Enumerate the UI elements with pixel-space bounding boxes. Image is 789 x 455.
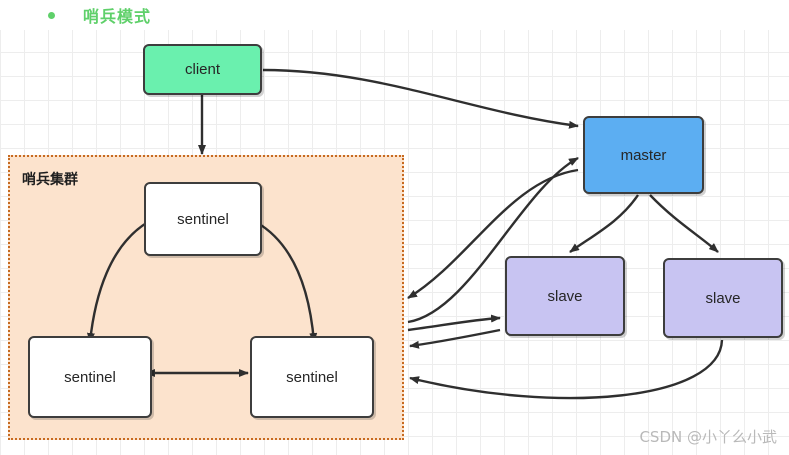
node-sentinel-bottom-left[interactable]: sentinel (28, 336, 152, 418)
sentinel-cluster-label: 哨兵集群 (22, 172, 78, 188)
watermark: CSDN @小丫么小武 (639, 428, 777, 446)
node-master[interactable]: master (583, 116, 704, 194)
node-sentinel-bottom-left-label: sentinel (64, 368, 116, 386)
node-master-label: master (620, 146, 667, 164)
node-sentinel-top[interactable]: sentinel (144, 182, 262, 256)
node-client[interactable]: client (143, 44, 262, 95)
node-sentinel-top-label: sentinel (177, 210, 229, 228)
node-client-label: client (184, 61, 221, 78)
node-slave-right[interactable]: slave (663, 258, 783, 338)
edge-slave-right-to-cluster (409, 339, 724, 400)
node-sentinel-bottom-right-label: sentinel (286, 368, 338, 386)
node-slave-left-label: slave (547, 287, 583, 305)
edge-slave-left-to-cluster (409, 328, 501, 349)
bullet-dot-icon (48, 11, 55, 19)
edge-master-to-slave-right (649, 194, 719, 253)
page-title: 哨兵模式 (83, 7, 152, 26)
node-slave-right-label: slave (705, 289, 741, 307)
edge-client-to-master (262, 68, 579, 129)
diagram-canvas: 哨兵集群 (0, 30, 789, 455)
node-sentinel-bottom-right[interactable]: sentinel (250, 336, 374, 418)
edge-cluster-to-slave-left (407, 314, 501, 332)
node-slave-left[interactable]: slave (505, 256, 625, 336)
page-heading: 哨兵模式 (0, 0, 789, 30)
edge-master-to-slave-left (569, 194, 639, 253)
